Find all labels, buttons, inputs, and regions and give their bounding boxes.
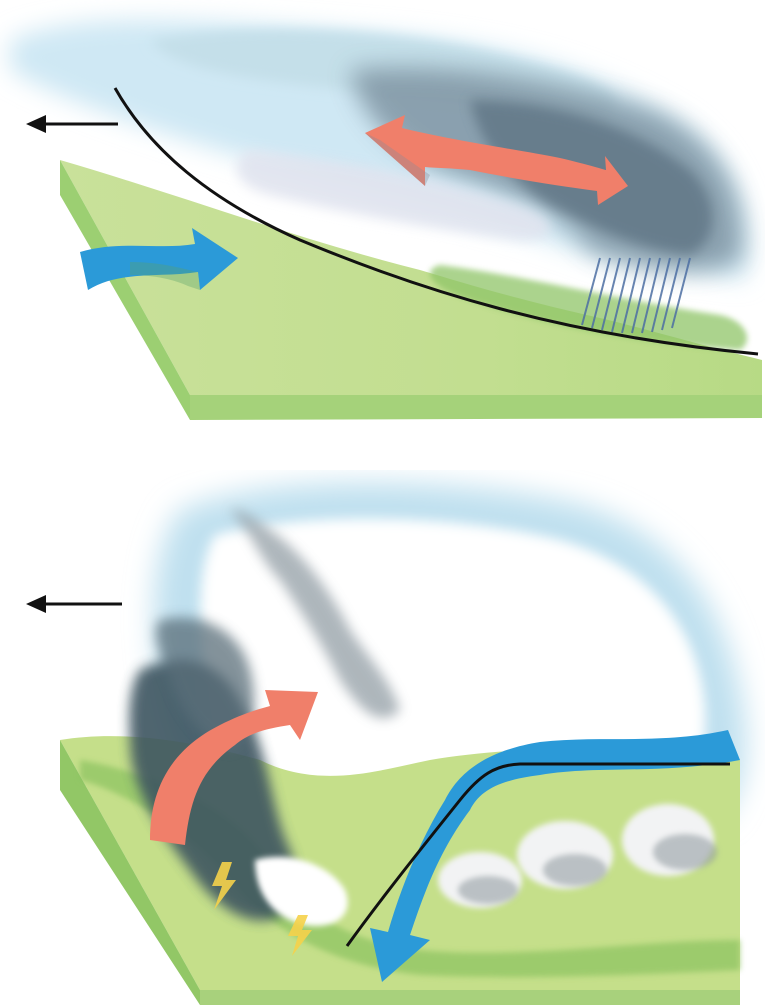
warm-front-diagram (0, 0, 765, 470)
movement-direction-arrow (26, 595, 122, 613)
movement-direction-arrow (26, 115, 118, 133)
cold-front-diagram (0, 470, 765, 1006)
cold-front-panel (0, 470, 765, 1006)
warm-front-panel (0, 0, 765, 470)
